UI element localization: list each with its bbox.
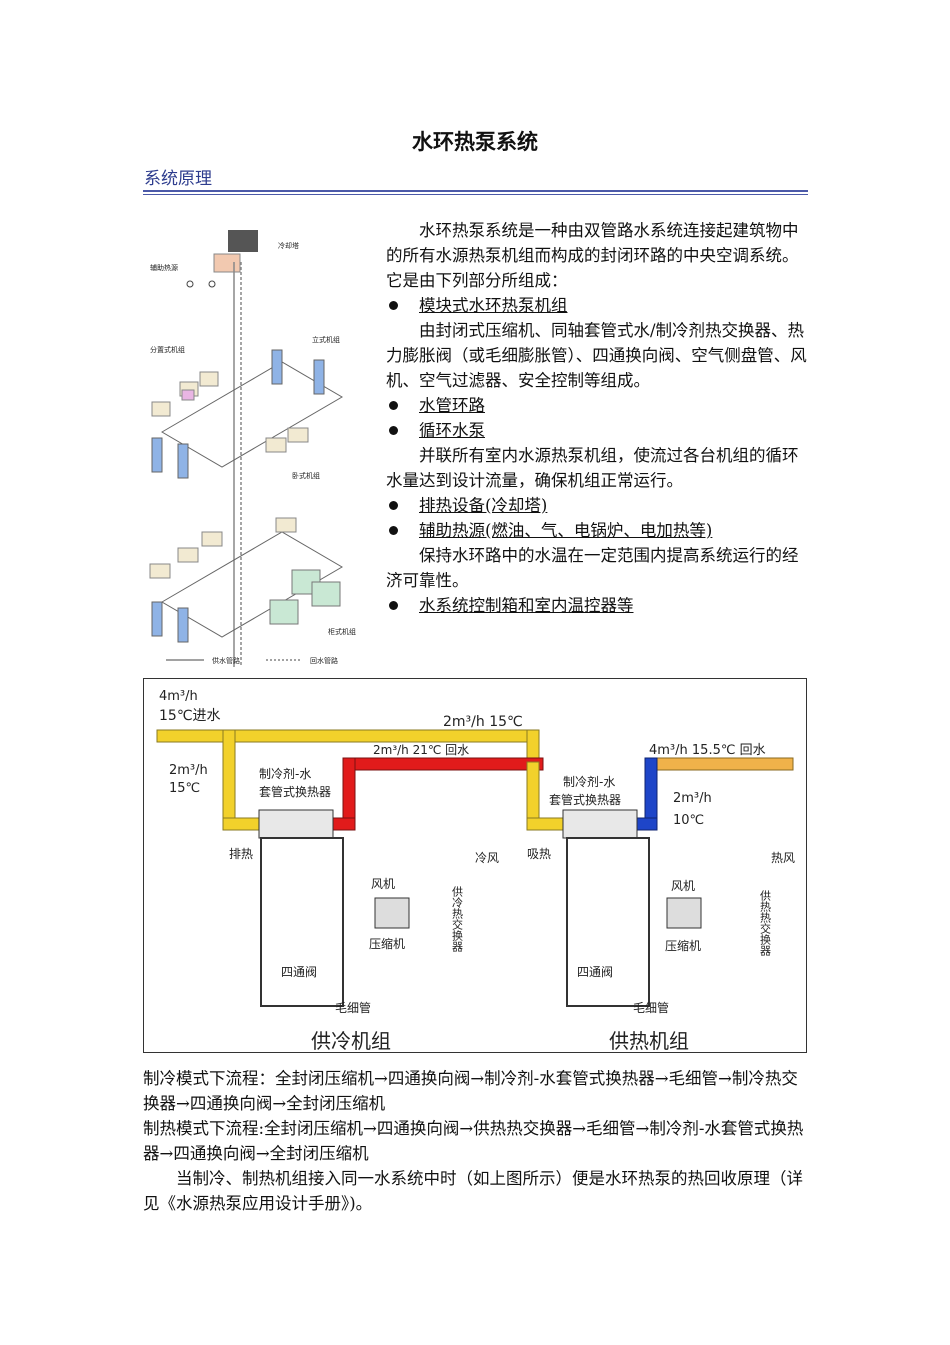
horizontal-unit-label: 卧式机组	[292, 471, 320, 480]
flow-description: 制冷模式下流程：全封闭压缩机→四通换向阀→制冷剂-水套管式换热器→毛细管→制冷热…	[143, 1066, 809, 1216]
inlet-temp-label: 15℃进水	[159, 708, 221, 724]
heating-flow-text: 制热模式下流程:全封闭压缩机→四通换向阀→供热热交换器→毛细管→制冷剂-水套管式…	[143, 1119, 804, 1163]
list-item: 水系统控制箱和室内温控器等	[386, 593, 810, 618]
bullet-icon	[389, 426, 398, 435]
aux-heater-label: 辅助热源	[150, 263, 178, 272]
left-branch-flow: 2m³/h	[169, 763, 208, 778]
fan-label-2: 风机	[671, 879, 695, 893]
four-way-label-2: 四通阀	[577, 965, 613, 979]
recovery-text: 当制冷、制热机组接入同一水系统中时（如上图所示）便是水环热泵的热回收原理（详见《…	[143, 1169, 803, 1213]
return-pipe-label: 回水管路	[310, 656, 338, 665]
section-heading: 系统原理	[144, 169, 212, 189]
section-rule-thin	[143, 194, 808, 195]
compressor-label-2: 压缩机	[665, 938, 701, 953]
cooling-tower-icon	[228, 230, 258, 252]
cooling-unit-label: 供冷机组	[311, 1029, 391, 1053]
fan-label: 风机	[371, 877, 395, 891]
exchanger-label-1: 制冷剂-水	[259, 766, 311, 781]
bullet-icon	[389, 501, 398, 510]
bullet-icon	[389, 301, 398, 310]
vertical-unit-label: 立式机组	[312, 335, 340, 344]
cooling-tower-label: 冷却塔	[278, 241, 299, 250]
intro-text: 水环热泵系统是一种由双管路水系统连接起建筑物中的所有水源热泵机组而构成的封闭环路…	[386, 221, 799, 290]
four-way-label: 四通阀	[281, 965, 317, 979]
list-item: 水管环路	[386, 393, 810, 418]
list-item: 循环水泵	[386, 418, 810, 443]
aux-heater-icon	[213, 253, 241, 273]
page-title: 水环热泵系统	[412, 130, 538, 154]
cabinet-unit-label: 柜式机组	[328, 627, 356, 636]
exchanger-label-3: 制冷剂-水	[563, 774, 615, 789]
right-branch-flow: 2m³/h	[673, 791, 712, 806]
supply-pipe-label: 供水管路	[212, 656, 240, 665]
component-list: 水环热泵系统是一种由双管路水系统连接起建筑物中的所有水源热泵机组而构成的封闭环路…	[386, 218, 810, 618]
return21-label: 2m³/h 21℃ 回水	[373, 743, 469, 757]
section-rule	[143, 190, 808, 192]
outlet-label: 4m³/h 15.5℃ 回水	[649, 743, 766, 758]
compressor-label: 压缩机	[369, 936, 405, 951]
cool-hx-label: 供冷热交换器	[451, 885, 464, 953]
right-branch-temp: 10℃	[673, 813, 704, 828]
heat-absorb-label: 吸热	[527, 847, 551, 861]
capillary-label: 毛细管	[335, 1000, 371, 1015]
heat-reject-label: 排热	[229, 847, 253, 861]
hot-air-label: 热风	[771, 851, 795, 865]
heating-unit-label: 供热机组	[609, 1029, 689, 1053]
bullet-icon	[389, 401, 398, 410]
list-item: 模块式水环热泵机组	[386, 293, 810, 318]
heat-hx-label: 供热热交换器	[759, 889, 772, 957]
system-illustration: 冷却塔 辅助热源 分置式机组 立式机组 卧式机组 柜式机组	[149, 230, 356, 667]
bullet-icon	[389, 526, 398, 535]
mid-flow-label: 2m³/h 15℃	[443, 714, 523, 730]
bullet-icon	[389, 601, 398, 610]
cold-air-label: 冷风	[475, 851, 499, 865]
capillary-label-2: 毛细管	[633, 1000, 669, 1015]
heat-recovery-diagram: 4m³/h 15℃进水 2m³/h 15℃ 2m³/h 21℃ 回水 4m³/h…	[143, 678, 807, 1053]
split-unit-label: 分置式机组	[150, 345, 185, 354]
exchanger-label-2: 套管式换热器	[259, 784, 331, 799]
cooling-flow-text: 制冷模式下流程：全封闭压缩机→四通换向阀→制冷剂-水套管式换热器→毛细管→制冷热…	[143, 1069, 798, 1113]
list-item: 排热设备(冷却塔)	[386, 493, 810, 518]
list-item: 辅助热源(燃油、气、电锅炉、电加热等)	[386, 518, 810, 543]
exchanger-label-4: 套管式换热器	[549, 792, 621, 807]
left-branch-temp: 15℃	[169, 781, 200, 796]
inlet-flow-label: 4m³/h	[159, 689, 198, 704]
